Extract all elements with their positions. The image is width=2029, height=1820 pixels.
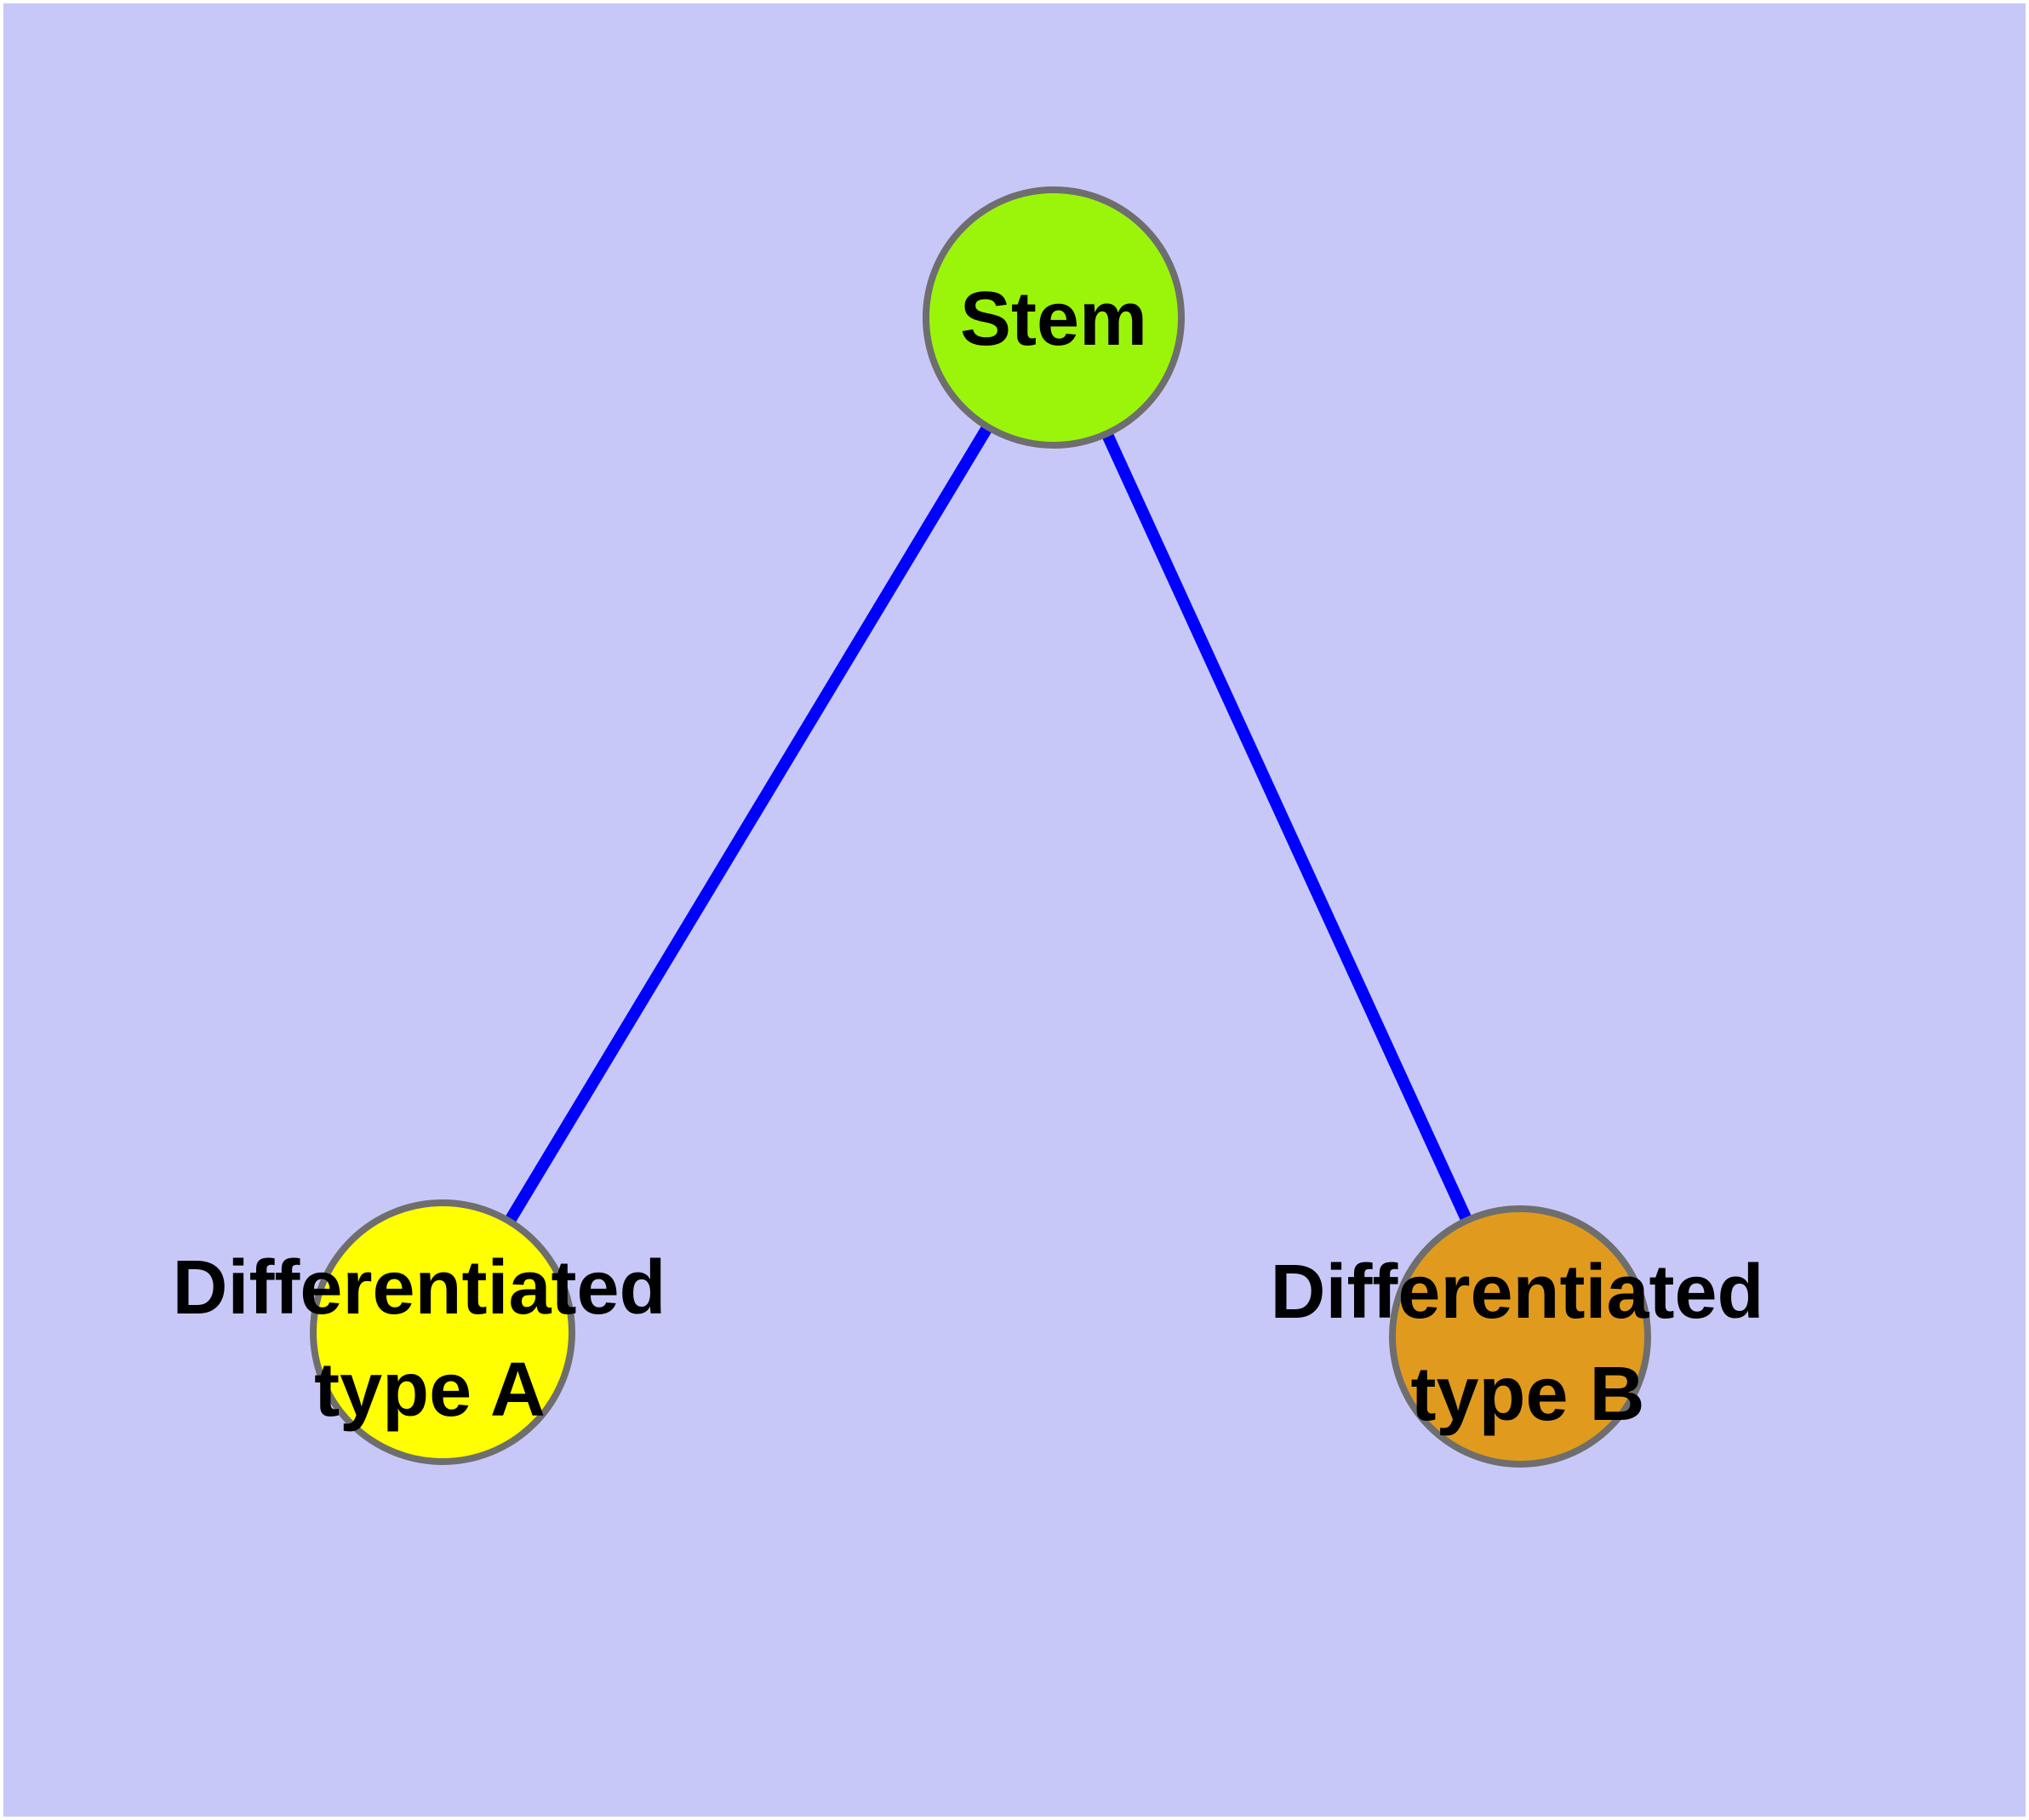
stem-node-label: Stem [960, 277, 1147, 362]
stem-node-circle [923, 186, 1185, 449]
node-differentiated-type-b: Differentiated type B [1270, 1205, 1785, 1468]
type-a-label-line-2: type A [314, 1348, 546, 1433]
type-b-label-line-1: Differentiated [1270, 1250, 1763, 1335]
type-a-node-label: Differentiated type A [172, 1245, 687, 1433]
edge-stem-to-type-b [1048, 312, 1526, 1342]
node-differentiated-type-a: Differentiated type A [172, 1199, 687, 1465]
type-a-label-line-1: Differentiated [172, 1245, 666, 1331]
type-b-node-circle [1389, 1205, 1651, 1468]
type-b-label-line-2: type B [1410, 1352, 1644, 1437]
type-a-node-circle [310, 1199, 575, 1465]
type-b-node-label: Differentiated type B [1270, 1250, 1785, 1437]
edge-stem-to-type-a [437, 312, 1060, 1338]
node-stem: Stem [923, 186, 1185, 449]
